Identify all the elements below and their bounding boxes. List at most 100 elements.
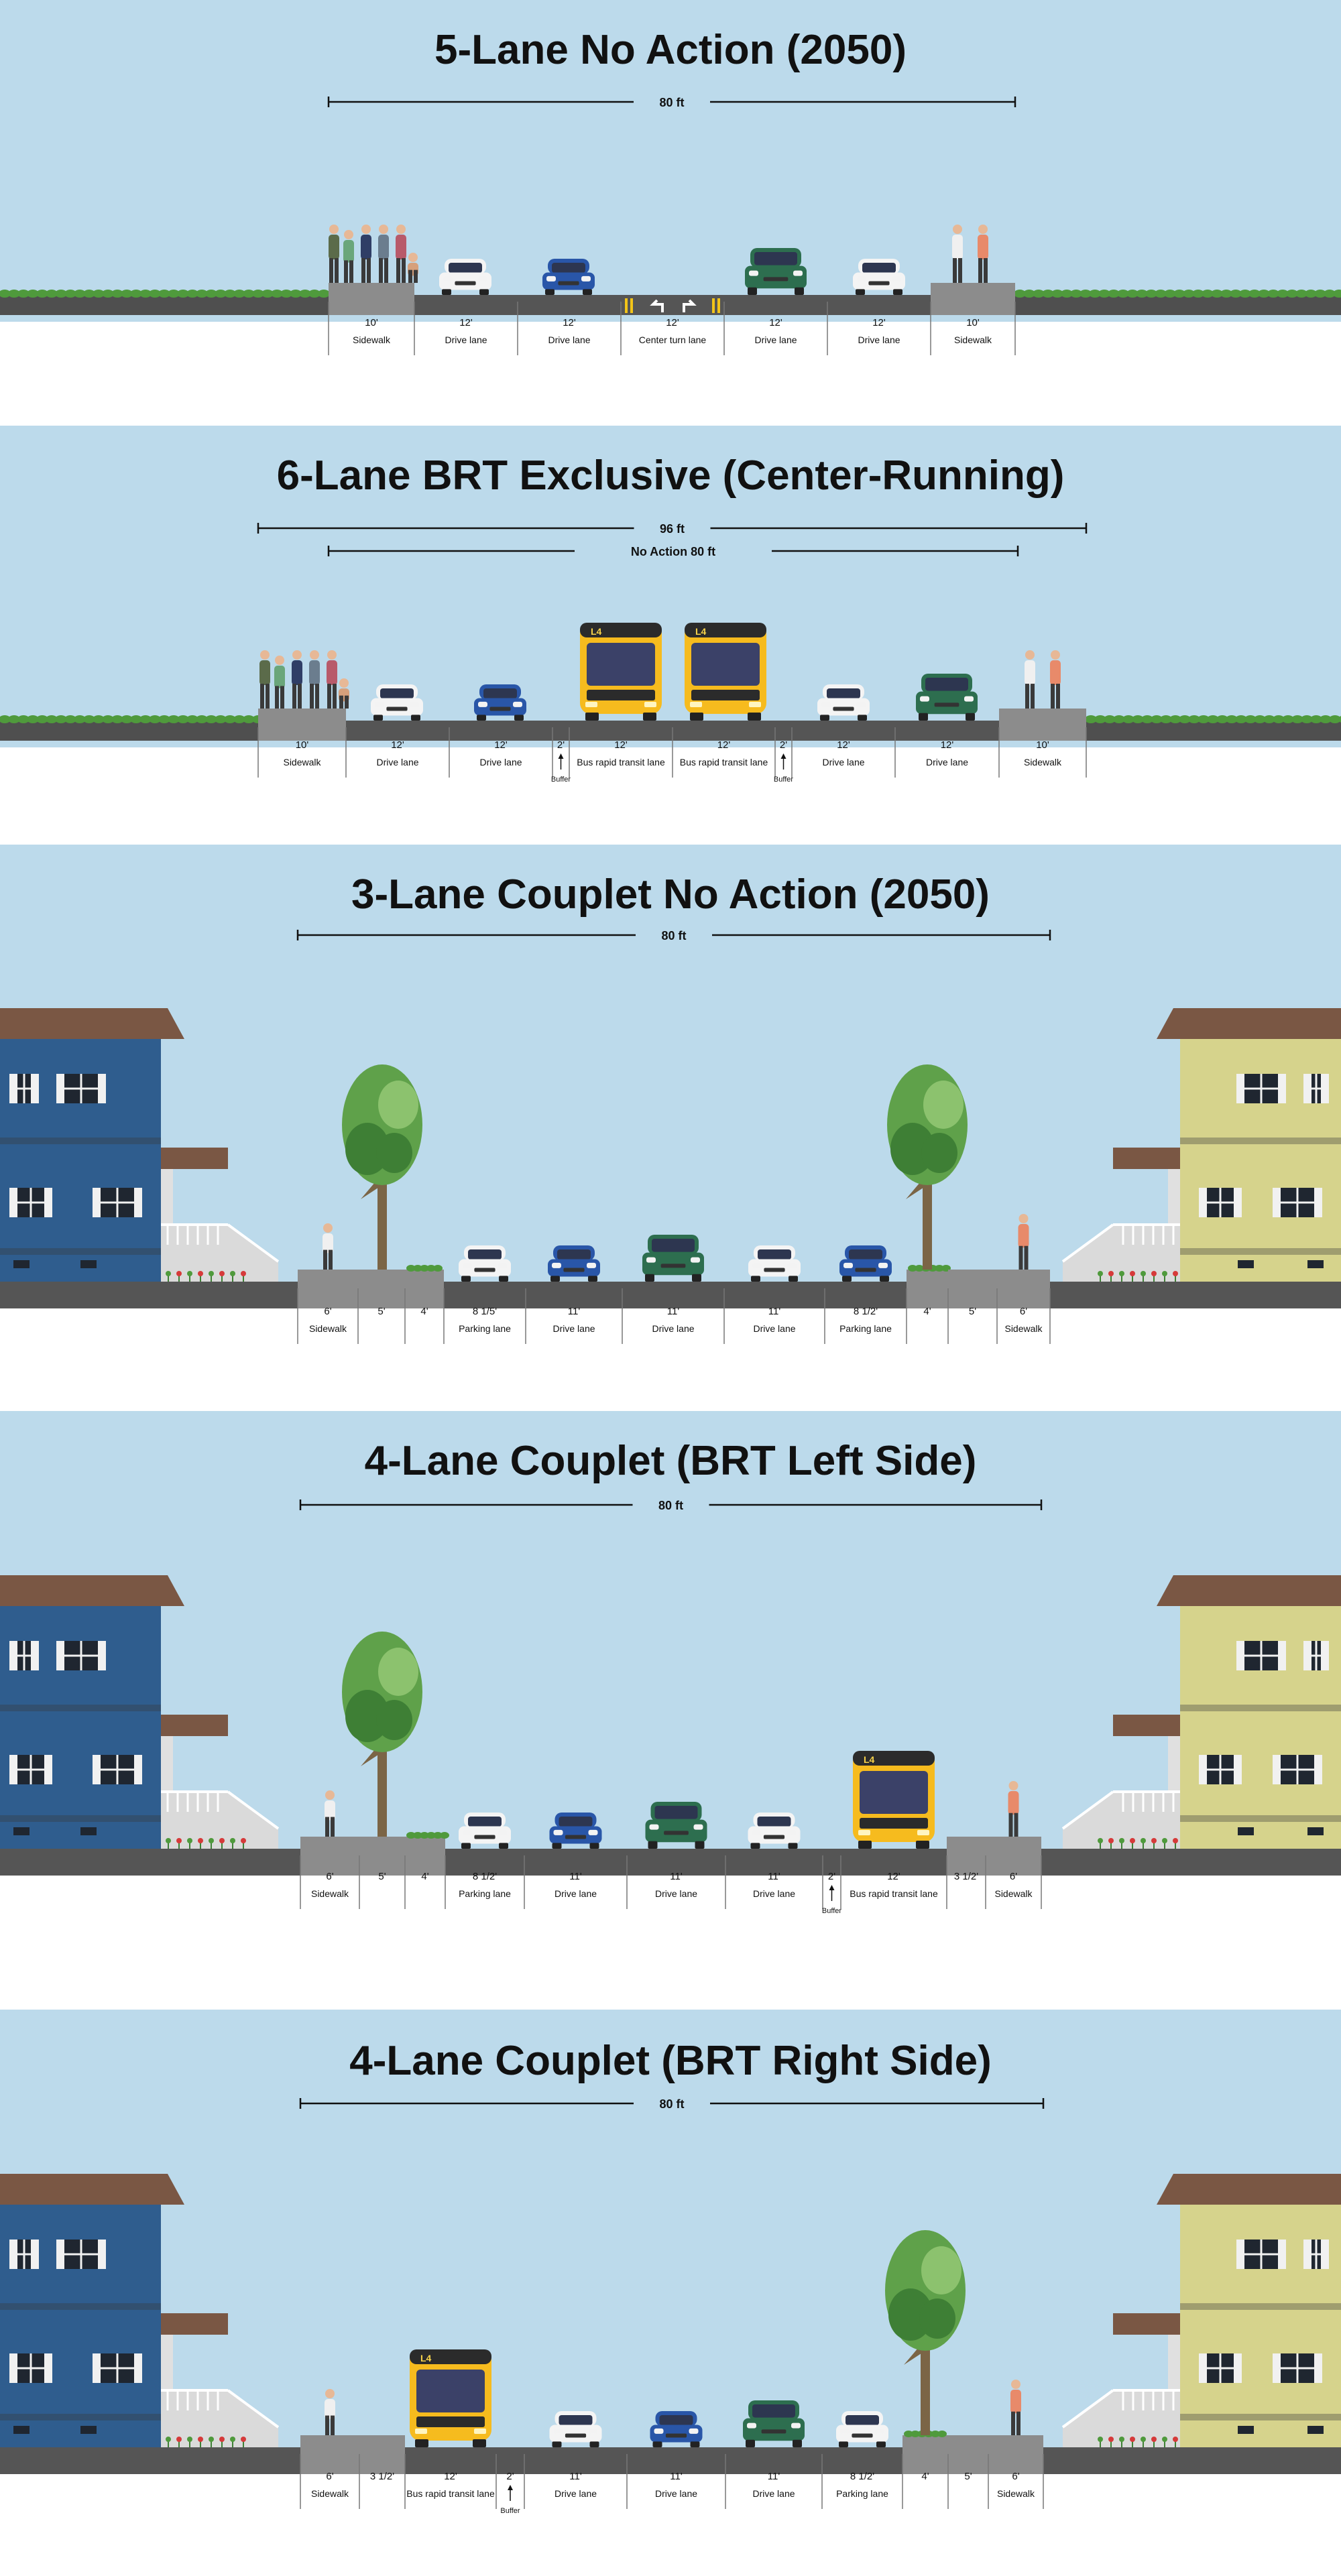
segment-brt: 12' Bus rapid transit lane [672,721,775,778]
segment-sidewalk: 6'Sidewalk [297,1270,358,1344]
segment-planter: 4' [902,2431,948,2509]
suv-icon [642,1235,704,1282]
suv-icon [645,1802,707,1849]
segment-sidewalk: 6'Sidewalk [988,2435,1044,2509]
yellow-house [1061,1008,1341,1282]
segment-width: 3 1/2' [370,2471,394,2482]
segment-lane: 12'Drive lane [791,721,895,778]
turn-arrow-icon [683,299,697,312]
car-icon [548,1245,600,1282]
segment-label: Bus rapid transit lane [577,757,665,768]
tree-icon [887,1064,968,1270]
segment-sidewalk: 10'Sidewalk [328,283,414,355]
segment-label: Buffer [551,776,571,784]
turn-arrow-icon [650,299,664,312]
segment-label: Parking lane [459,1323,511,1334]
car-icon [817,684,870,721]
segment-width: 11' [568,1306,581,1317]
arrow-up-icon [780,753,786,759]
dimension-line: 80 ft [299,1497,1043,1513]
segment-planter: 4' [906,1265,951,1344]
section-title: 4-Lane Couplet (BRT Right Side) [349,2038,992,2084]
segment-sidewalk: 5' [947,2435,988,2509]
segment-label: Drive lane [926,757,968,768]
segment-sidewalk: 5' [357,1270,405,1344]
dimension-label: 80 ft [658,1499,683,1512]
dimension-label: 80 ft [659,96,684,109]
segment-width: 11' [768,2471,780,2482]
segment-width: 12' [459,317,473,328]
segment-lane: 12'Drive lane [723,295,827,355]
segment-width: 5' [377,1306,385,1317]
segment-lane: 11'Drive lane [626,1849,725,1909]
arrow-up-icon [558,753,564,759]
segment-width: 11' [670,2471,683,2482]
segment-lane: 11'Drive lane [723,1282,825,1344]
suv-icon [743,2400,805,2447]
vehicles [329,225,988,295]
dimension-line: No Action 80 ft [327,543,1019,559]
pedestrian-icon [329,225,339,283]
dimension-label: 80 ft [659,2097,684,2111]
car-icon [459,1245,511,1282]
segment-brt: 12'Bus rapid transit lane [404,2447,496,2509]
segment-label: Drive lane [655,1888,697,1899]
segment-label: Drive lane [445,334,487,345]
ground-left [0,295,329,315]
segment-width: 12' [494,739,508,751]
ground-left [0,2447,300,2474]
segment-buffer: 2'Buffer [495,2447,524,2515]
segment-width: 6' [1010,1871,1017,1882]
segment-width: 12' [872,317,886,328]
bus-icon: L4 [853,1751,935,1849]
segment-width: 11' [569,2471,582,2482]
segment-sidewalk: 6'Sidewalk [985,1837,1042,1909]
dimension-label: No Action 80 ft [631,545,715,558]
segment-width: 12' [444,2471,457,2482]
segment-label: Sidewalk [954,334,992,345]
segment-width: 4' [421,1871,428,1882]
segment-sidewalk: 10'Sidewalk [257,709,346,778]
yellow-house [1061,2174,1341,2447]
segment-turn: 12'Center turn lane [620,295,724,355]
pedestrian-icon [323,1223,333,1270]
segment-label: Drive lane [376,757,418,768]
segment-width: 3 1/2' [954,1871,978,1882]
segment-buffer: 2'Buffer [551,721,571,784]
segment-width: 6' [1020,1306,1027,1317]
segment-label: Drive lane [858,334,900,345]
segment-label: Drive lane [479,757,522,768]
car-icon [748,1813,801,1849]
sky [0,426,1341,747]
ground-right [1086,721,1341,741]
pedestrian-icon [343,230,354,283]
cross-section-3: 3-Lane Couplet No Action (2050)80 ft6'Si… [0,845,1341,1344]
segment-width: 4' [921,2471,929,2482]
pedestrian-icon [952,225,963,283]
segment-width: 8 1/2' [850,2471,874,2482]
pedestrian-icon [408,253,418,283]
ground-left [0,1282,298,1308]
segment-sidewalk: 3 1/2' [946,1837,986,1909]
segment-width: 12' [614,739,628,751]
segment-width: 6' [324,1306,331,1317]
segment-label: Bus rapid transit lane [680,757,768,768]
segment-label: Drive lane [655,2488,697,2499]
arrow-up-icon [508,2485,513,2490]
ground-left [0,721,258,741]
segment-width: 10' [966,317,980,328]
pedestrian-icon [1008,1781,1019,1837]
car-icon [549,1813,602,1849]
segment-width: 10' [296,739,309,751]
dimension-line: 80 ft [296,927,1051,943]
segment-lane: 12' Drive lane [827,295,931,355]
segment-width: 12' [941,739,954,751]
segment-width: 10' [365,317,378,328]
segment-label: Sidewalk [1024,757,1062,768]
segment-lane: 12' Drive lane [894,721,999,778]
pedestrian-icon [1010,2380,1021,2435]
segment-label: Sidewalk [1004,1323,1043,1334]
segment-width: 12' [717,739,731,751]
pedestrian-icon [978,225,988,283]
